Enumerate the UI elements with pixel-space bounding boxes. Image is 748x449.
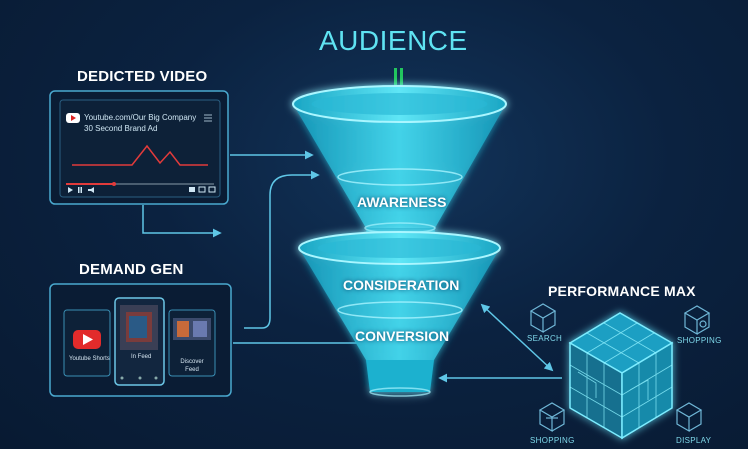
- stage-awareness: AWARENESS: [357, 194, 447, 210]
- connector-arrows: [142, 150, 562, 383]
- channel-label-search: SEARCH: [527, 334, 563, 343]
- captions-icon: [198, 186, 206, 193]
- arrow-pmax-to-conversion: [480, 303, 554, 372]
- video-progress-track: [66, 183, 214, 185]
- arrow-video-down: [142, 205, 222, 238]
- dedicated-video-panel: [49, 90, 229, 205]
- menu-icon: [204, 114, 212, 122]
- video-trend-line: [72, 144, 208, 166]
- arrow-demand-to-awareness: [244, 170, 320, 329]
- video-player-title-line1: Youtube.com/Our Big Company: [84, 113, 197, 122]
- performance-max-cube: [568, 312, 674, 440]
- fullscreen-icon: [208, 186, 216, 193]
- search-cube-icon: [529, 303, 557, 334]
- demand-gen-panel: [49, 283, 232, 397]
- next-icon: [78, 187, 80, 193]
- shopping-cube-icon: [683, 305, 711, 336]
- demand-gen-title: DEMAND GEN: [79, 261, 184, 278]
- card-label-youtube-shorts: Youtube Shorts: [69, 356, 110, 362]
- volume-icon: [88, 187, 94, 193]
- shopping-cube-icon-2: [538, 402, 566, 433]
- channel-label-shopping-right: SHOPPING: [677, 336, 722, 345]
- video-progress-fill: [66, 183, 114, 185]
- display-cube-icon: [675, 402, 703, 433]
- funnel-bottom: [298, 231, 501, 397]
- stage-consideration: CONSIDERATION: [343, 277, 460, 293]
- settings-icon: [189, 187, 195, 192]
- dedicated-video-title: DEDICTED VIDEO: [77, 68, 208, 85]
- video-player-title-line2: 30 Second Brand Ad: [84, 124, 158, 133]
- card-label-in-feed: In Feed: [131, 354, 152, 360]
- stage-conversion: CONVERSION: [355, 328, 450, 344]
- channel-label-shopping-left: SHOPPING: [530, 436, 575, 445]
- channel-label-display: DISPLAY: [676, 436, 712, 445]
- play-icon: [68, 187, 73, 193]
- performance-max-title: PERFORMANCE MAX: [548, 283, 696, 299]
- audience-title: AUDIENCE: [319, 25, 468, 56]
- card-label-discover-feed: Discover Feed: [180, 359, 204, 373]
